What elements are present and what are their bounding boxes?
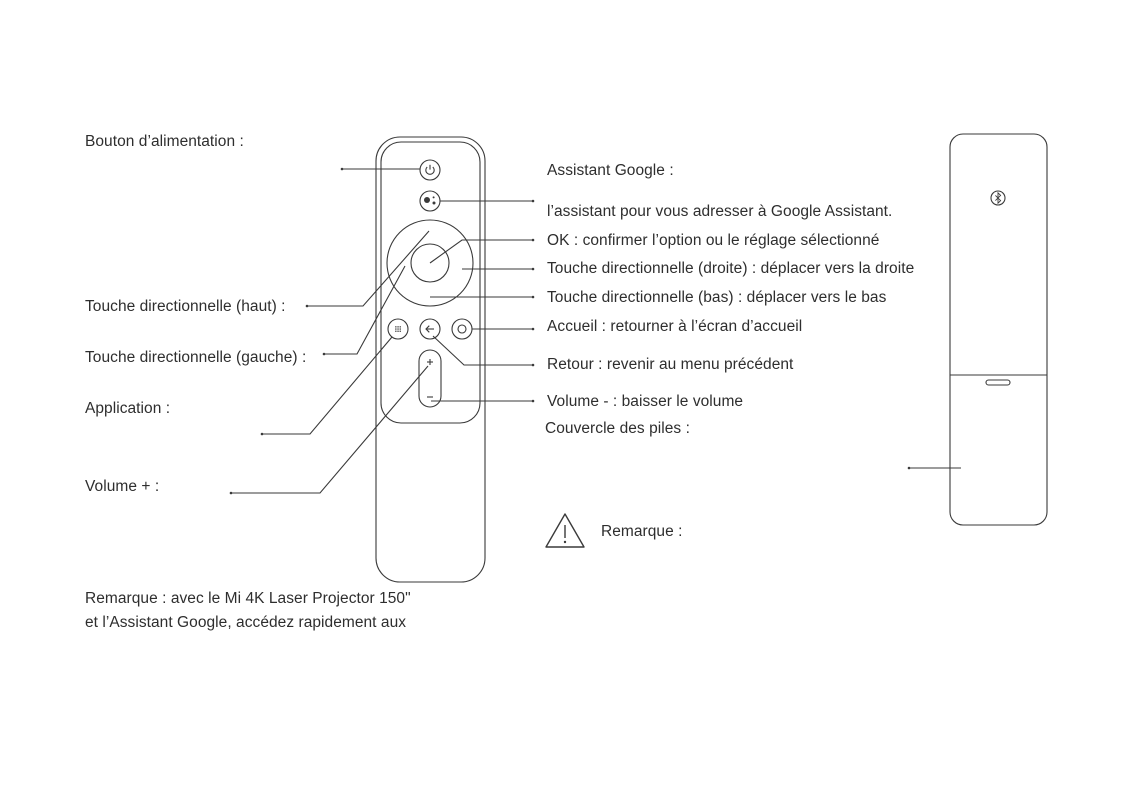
leader-dpad-left [324,265,406,355]
label-home: Accueil : retourner à l’écran d’accueil [547,318,803,335]
label-battery-cover: Couvercle des piles : [545,420,690,437]
label-power: Bouton d’alimentation : [85,133,244,150]
note-line-1: Remarque : avec le Mi 4K Laser Projector… [85,590,411,607]
warning-triangle-icon [545,513,585,548]
label-volume-up: Volume + : [85,478,160,495]
google-assistant-icon [419,190,441,212]
label-assistant-desc: l’assistant pour vous adresser à Google … [547,203,893,220]
bluetooth-icon [990,190,1006,206]
remote-body-inner [380,141,481,424]
battery-cover-latch [985,379,1011,386]
leader-volume-up [231,365,429,494]
leader-ok [429,239,533,264]
back-arrow-icon [419,318,441,340]
label-dpad-down: Touche directionnelle (bas) : déplacer v… [547,289,887,306]
leader-lines-right [429,199,961,470]
label-application: Application : [85,400,171,417]
note-line-2: et l’Assistant Google, accédez rapidemen… [85,614,407,631]
leader-apps [262,336,393,435]
apps-grid-icon [387,318,409,340]
label-dpad-up: Touche directionnelle (haut) : [85,298,286,315]
label-warning: Remarque : [601,523,683,540]
label-back: Retour : revenir au menu précédent [547,356,794,373]
leader-back [432,335,533,366]
leader-lines-left [229,167,430,495]
home-circle-icon [451,318,473,340]
ok-button [410,243,450,283]
power-icon [419,159,441,181]
label-dpad-right: Touche directionnelle (droite) : déplace… [547,260,915,277]
label-volume-down: Volume - : baisser le volume [547,393,744,410]
label-assistant-title: Assistant Google : [547,162,674,179]
remote-back-body [949,133,1048,526]
remote-front [375,136,486,583]
leader-dpad-up [307,230,430,307]
label-dpad-left: Touche directionnelle (gauche) : [85,349,307,366]
volume-rocker [418,349,442,408]
remote-back [949,133,1048,526]
dpad-ring [386,219,474,307]
remote-body-outer [375,136,486,583]
label-ok: OK : confirmer l’option ou le réglage sé… [547,232,880,249]
